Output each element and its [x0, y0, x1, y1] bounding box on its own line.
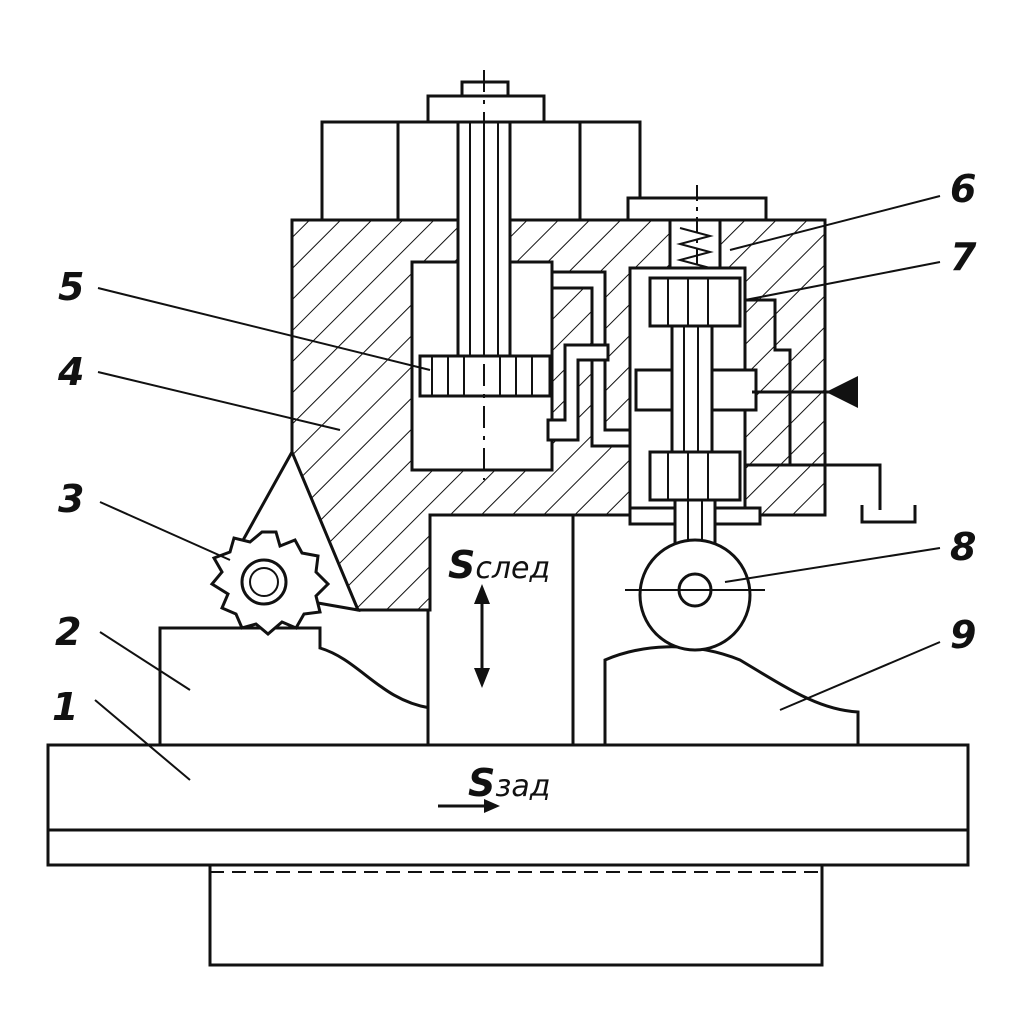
label-7: 7: [950, 235, 977, 279]
control-valve-7: [628, 266, 792, 510]
label-1: 1: [52, 685, 78, 729]
follow-feed-arrow: [474, 584, 490, 688]
table-part-1: [46, 743, 970, 867]
set-feed-arrow: [438, 799, 500, 813]
spring-6: [626, 185, 768, 270]
machine-base: [208, 858, 824, 967]
leader-lines: [94, 195, 941, 781]
feed-set-label: Sзад: [468, 761, 550, 805]
piston-rod: [456, 70, 512, 480]
workpiece-2: [158, 626, 432, 747]
label-8: 8: [950, 525, 976, 569]
label-6: 6: [950, 167, 976, 211]
label-5: 5: [58, 265, 84, 309]
template-9: [603, 645, 860, 747]
cutter-3: [209, 448, 361, 636]
pressure-inlet: [752, 376, 858, 408]
label-3: 3: [58, 477, 84, 521]
label-2: 2: [55, 610, 81, 654]
follower-8: [625, 498, 765, 652]
label-4: 4: [57, 350, 84, 394]
slide-column: [426, 506, 575, 747]
label-9: 9: [950, 613, 976, 657]
feed-follow-label: Sслед: [448, 543, 550, 587]
drain-tank: [790, 463, 917, 524]
